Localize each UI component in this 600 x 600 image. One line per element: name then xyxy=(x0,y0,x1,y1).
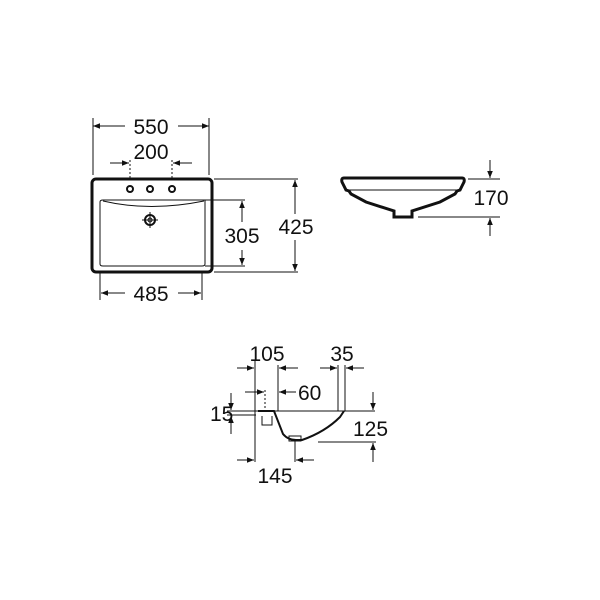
tap-hole-center xyxy=(146,185,154,193)
dim-bowl-width: 485 xyxy=(133,283,168,306)
top-view: 550 200 305 425 485 xyxy=(90,116,314,306)
dim-125: 125 xyxy=(353,418,388,441)
dim-105: 105 xyxy=(249,343,284,366)
tap-hole-right xyxy=(168,185,176,193)
basin-side-profile xyxy=(340,176,466,219)
dim-bowl-depth: 305 xyxy=(224,225,259,248)
tap-hole-left xyxy=(126,185,134,193)
dim-height: 170 xyxy=(473,187,508,210)
bowl-outline xyxy=(99,199,206,267)
dim-15: 15 xyxy=(210,403,233,426)
dim-overall-depth: 425 xyxy=(278,216,313,239)
dim-35: 35 xyxy=(330,343,353,366)
dim-overall-width: 550 xyxy=(133,116,168,139)
side-view: 170 xyxy=(340,160,509,236)
dim-60: 60 xyxy=(298,382,321,405)
section-view: 105 35 60 15 125 145 xyxy=(210,343,388,488)
basin-section-profile xyxy=(258,410,345,441)
dim-145: 145 xyxy=(257,465,292,488)
dim-tap-hole-spacing: 200 xyxy=(133,141,168,164)
